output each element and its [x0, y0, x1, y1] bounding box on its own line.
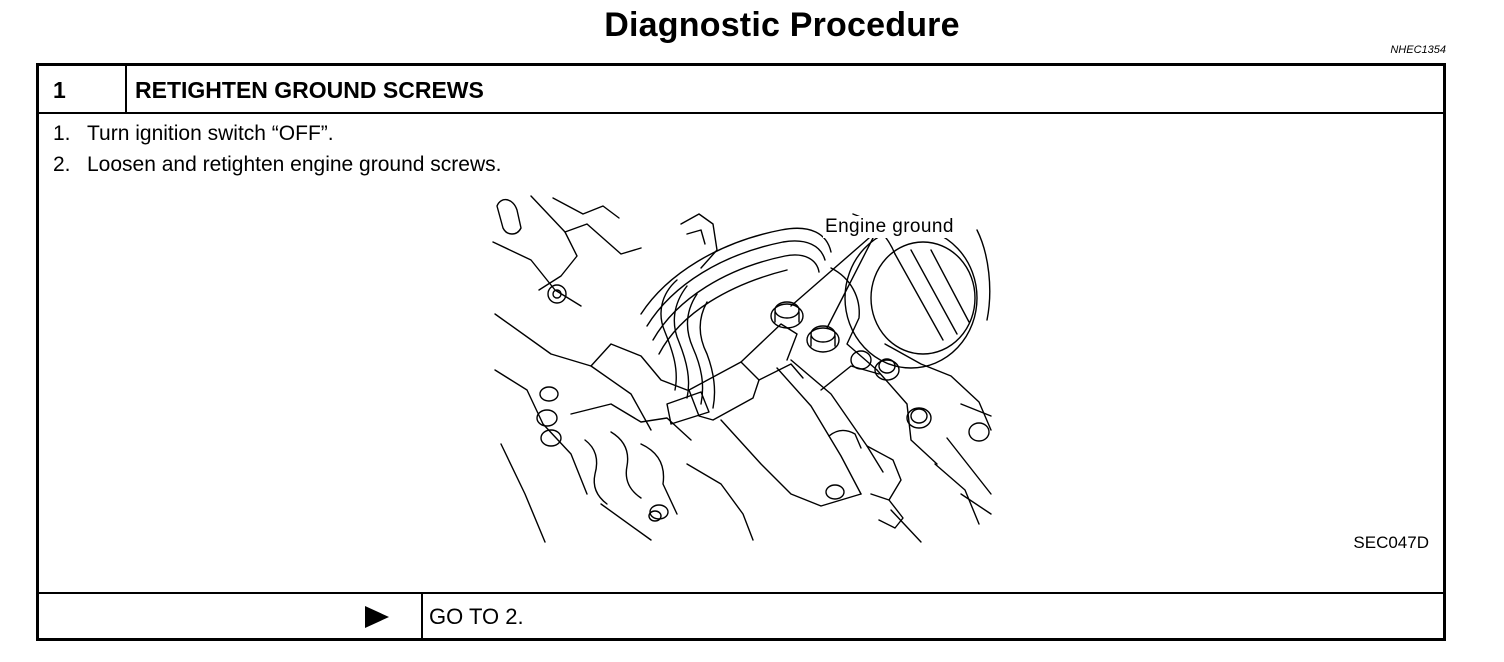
step-number: 1 — [39, 66, 127, 112]
instruction-item: 2. Loosen and retighten engine ground scr… — [53, 153, 501, 177]
goto-next-step: GO TO 2. — [429, 604, 524, 629]
result-arrow-cell — [39, 594, 423, 638]
figure-code: SEC047D — [1353, 533, 1429, 552]
instruction-item: 1. Turn ignition switch “OFF”. — [53, 122, 334, 146]
step-title: RETIGHTEN GROUND SCREWS — [135, 77, 484, 103]
instruction-number: 1. — [53, 122, 71, 145]
right-triangle-icon — [365, 606, 389, 628]
step-header-row: 1 RETIGHTEN GROUND SCREWS — [39, 66, 1443, 114]
callout-label: Engine ground — [823, 216, 956, 238]
instruction-number: 2. — [53, 153, 71, 176]
procedure-table: 1 RETIGHTEN GROUND SCREWS 1. Turn ignitio… — [36, 63, 1446, 641]
engine-ground-illustration — [492, 195, 992, 543]
page-title: Diagnostic Procedure — [604, 6, 960, 44]
document-code: NHEC1354 — [1390, 44, 1446, 56]
result-row: GO TO 2. — [39, 592, 1443, 640]
instruction-text: Turn ignition switch “OFF”. — [87, 122, 334, 145]
instruction-text: Loosen and retighten engine ground screw… — [87, 153, 502, 176]
